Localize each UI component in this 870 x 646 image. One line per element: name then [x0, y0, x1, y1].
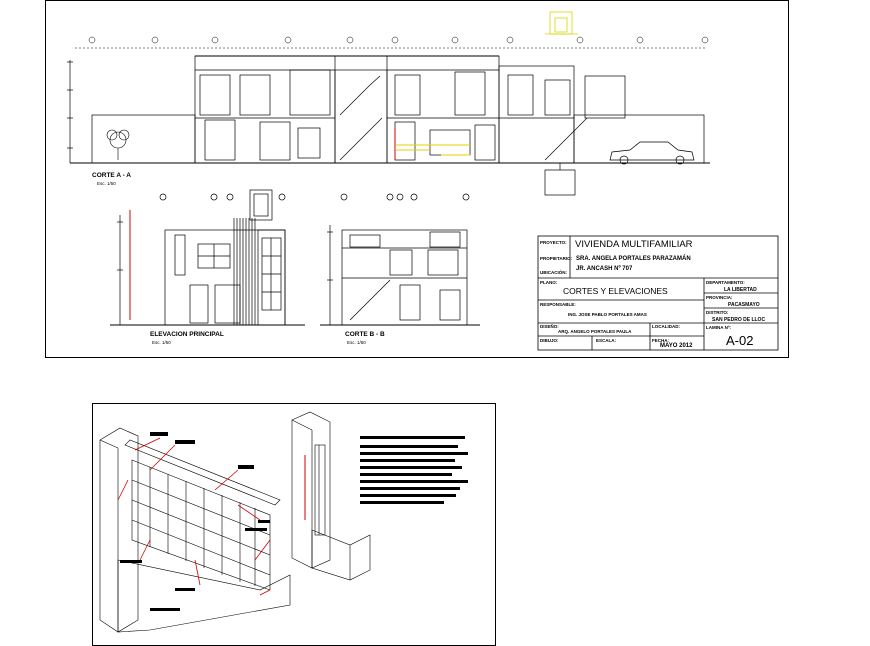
department-label: DEPARTAMENTO:: [706, 280, 745, 285]
department-value: LA LIBERTAD: [724, 287, 757, 293]
detail-sheet-window: [92, 403, 496, 646]
design-value: ARQ. ANGELO PORTALES PAULA: [558, 329, 632, 334]
responsible-label: RESPONSABLE:: [540, 302, 576, 307]
location-value: JR. ANCASH Nº 707: [576, 266, 633, 272]
city-label: LOCALIDAD:: [652, 324, 680, 329]
design-label: DISEÑO:: [540, 324, 559, 329]
window-detail-isometric: [99, 427, 291, 633]
sheet-label: LAMINA Nº:: [706, 325, 731, 330]
district-value: SAN PEDRO DE LLOC: [712, 317, 766, 323]
scale-label: ESCALA:: [596, 338, 616, 343]
front-elevation-title: ELEVACION PRINCIPAL: [150, 331, 224, 338]
wall-section-detail: [291, 411, 371, 581]
front-elevation-scale: Esc. 1/50: [152, 340, 171, 345]
section-a-title: CORTE A - A: [92, 172, 131, 179]
plan-label: PLANO:: [540, 280, 558, 285]
front-elevation-drawing: [110, 189, 305, 326]
project-label: PROYECTO:: [540, 240, 567, 245]
car-symbol: [609, 141, 695, 165]
section-a-scale: Esc. 1/50: [97, 181, 116, 186]
specification-text-block: [360, 436, 468, 504]
section-b-drawing: [320, 193, 480, 326]
water-tank-symbol: [545, 11, 578, 35]
owner-value: SRA. ANGELA PORTALES PARAZAMÁN: [576, 256, 691, 262]
province-value: PACASMAYO: [728, 302, 760, 308]
color-accents: [129, 128, 470, 320]
location-label: UBICACIÓN:: [540, 270, 567, 275]
plan-value: CORTES Y ELEVACIONES: [563, 286, 668, 296]
drawing-sheet-main: [45, 0, 789, 358]
section-b-title: CORTE B - B: [345, 331, 385, 338]
title-block-frame: [537, 235, 779, 351]
responsible-value: ING. JOSE PABLO PORTALES AMAS: [568, 312, 647, 317]
date-label: FECHA:: [652, 338, 669, 343]
date-value: MAYO 2012: [660, 343, 693, 349]
grid-axes-top: [75, 36, 709, 49]
project-value: VIVIENDA MULTIFAMILIAR: [575, 239, 693, 250]
district-label: DISTRITO:: [706, 310, 729, 315]
province-label: PROVINCIA:: [706, 295, 733, 300]
red-leader-lines: [117, 437, 271, 596]
section-a-drawing: [67, 36, 710, 196]
owner-label: PROPIETARIO:: [540, 256, 573, 261]
sheet-value: A-02: [726, 333, 754, 348]
section-b-scale: Esc. 1/50: [347, 340, 366, 345]
drawn-label: DIBUJO:: [540, 338, 559, 343]
tree-symbol: [106, 129, 130, 160]
facade-vertical-slats: [233, 218, 256, 325]
red-annotation-blocks: [120, 432, 270, 611]
